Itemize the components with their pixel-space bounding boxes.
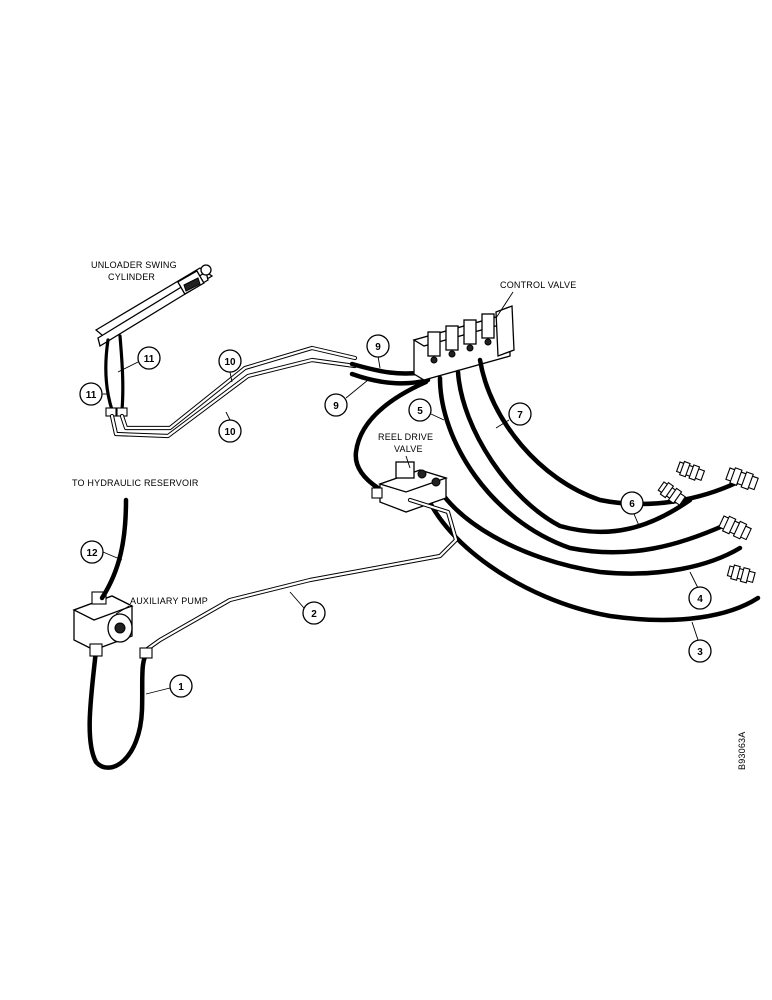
- svg-text:1: 1: [178, 682, 184, 693]
- svg-text:4: 4: [697, 594, 703, 605]
- svg-text:10: 10: [224, 427, 236, 438]
- callout-2: 2: [289, 591, 326, 625]
- svg-text:7: 7: [517, 410, 523, 421]
- quick-couplers: [657, 460, 759, 584]
- svg-text:3: 3: [697, 647, 703, 658]
- callout-9a: 9: [366, 334, 390, 369]
- hose-to-reel-drive: [353, 379, 429, 491]
- svg-text:9: 9: [333, 401, 339, 412]
- svg-text:11: 11: [144, 354, 155, 365]
- label-unloader-line2: CYLINDER: [108, 272, 155, 282]
- figure-code: B93063A: [737, 732, 747, 770]
- label-control-valve: CONTROL VALVE: [500, 280, 576, 290]
- callout-6: 6: [620, 491, 644, 529]
- svg-text:10: 10: [224, 357, 236, 368]
- svg-text:12: 12: [86, 548, 98, 559]
- callout-3: 3: [688, 621, 712, 663]
- reel-drive-valve: [371, 461, 449, 513]
- auxiliary-pump: [72, 591, 134, 651]
- svg-text:6: 6: [629, 499, 635, 510]
- callout-9b: 9: [324, 379, 369, 417]
- callout-10a: 10: [218, 349, 242, 383]
- hose-1: [87, 643, 153, 770]
- hose-4: [429, 473, 743, 576]
- svg-text:11: 11: [86, 390, 97, 401]
- label-reel-drive-line2: VALVE: [394, 444, 423, 454]
- svg-text:2: 2: [311, 609, 317, 620]
- label-reel-drive-line1: REEL DRIVE: [378, 432, 433, 442]
- tube-2: [143, 497, 459, 653]
- hose-6: [455, 369, 693, 535]
- hose-5: [437, 375, 728, 555]
- hose-11: [104, 334, 128, 417]
- callout-7: 7: [495, 402, 532, 429]
- callout-10b: 10: [218, 411, 242, 443]
- label-auxiliary-pump: AUXILIARY PUMP: [130, 596, 208, 606]
- unloader-swing-cylinder: [94, 264, 214, 348]
- svg-text:9: 9: [375, 342, 381, 353]
- callout-4: 4: [688, 571, 712, 610]
- callout-12: 12: [80, 540, 123, 564]
- hose-12: [99, 497, 129, 601]
- hose-7: [477, 357, 741, 507]
- callout-5: 5: [408, 398, 445, 422]
- callout-1: 1: [145, 674, 193, 698]
- label-hydraulic-reservoir: TO HYDRAULIC RESERVOIR: [72, 478, 199, 488]
- callout-11a: 11: [117, 346, 161, 373]
- svg-text:5: 5: [417, 406, 423, 417]
- label-unloader-line1: UNLOADER SWING: [91, 260, 177, 270]
- hose-3: [421, 485, 761, 623]
- callout-11b: 11: [79, 382, 107, 406]
- control-valve: [412, 305, 515, 381]
- tube-10: [109, 345, 358, 439]
